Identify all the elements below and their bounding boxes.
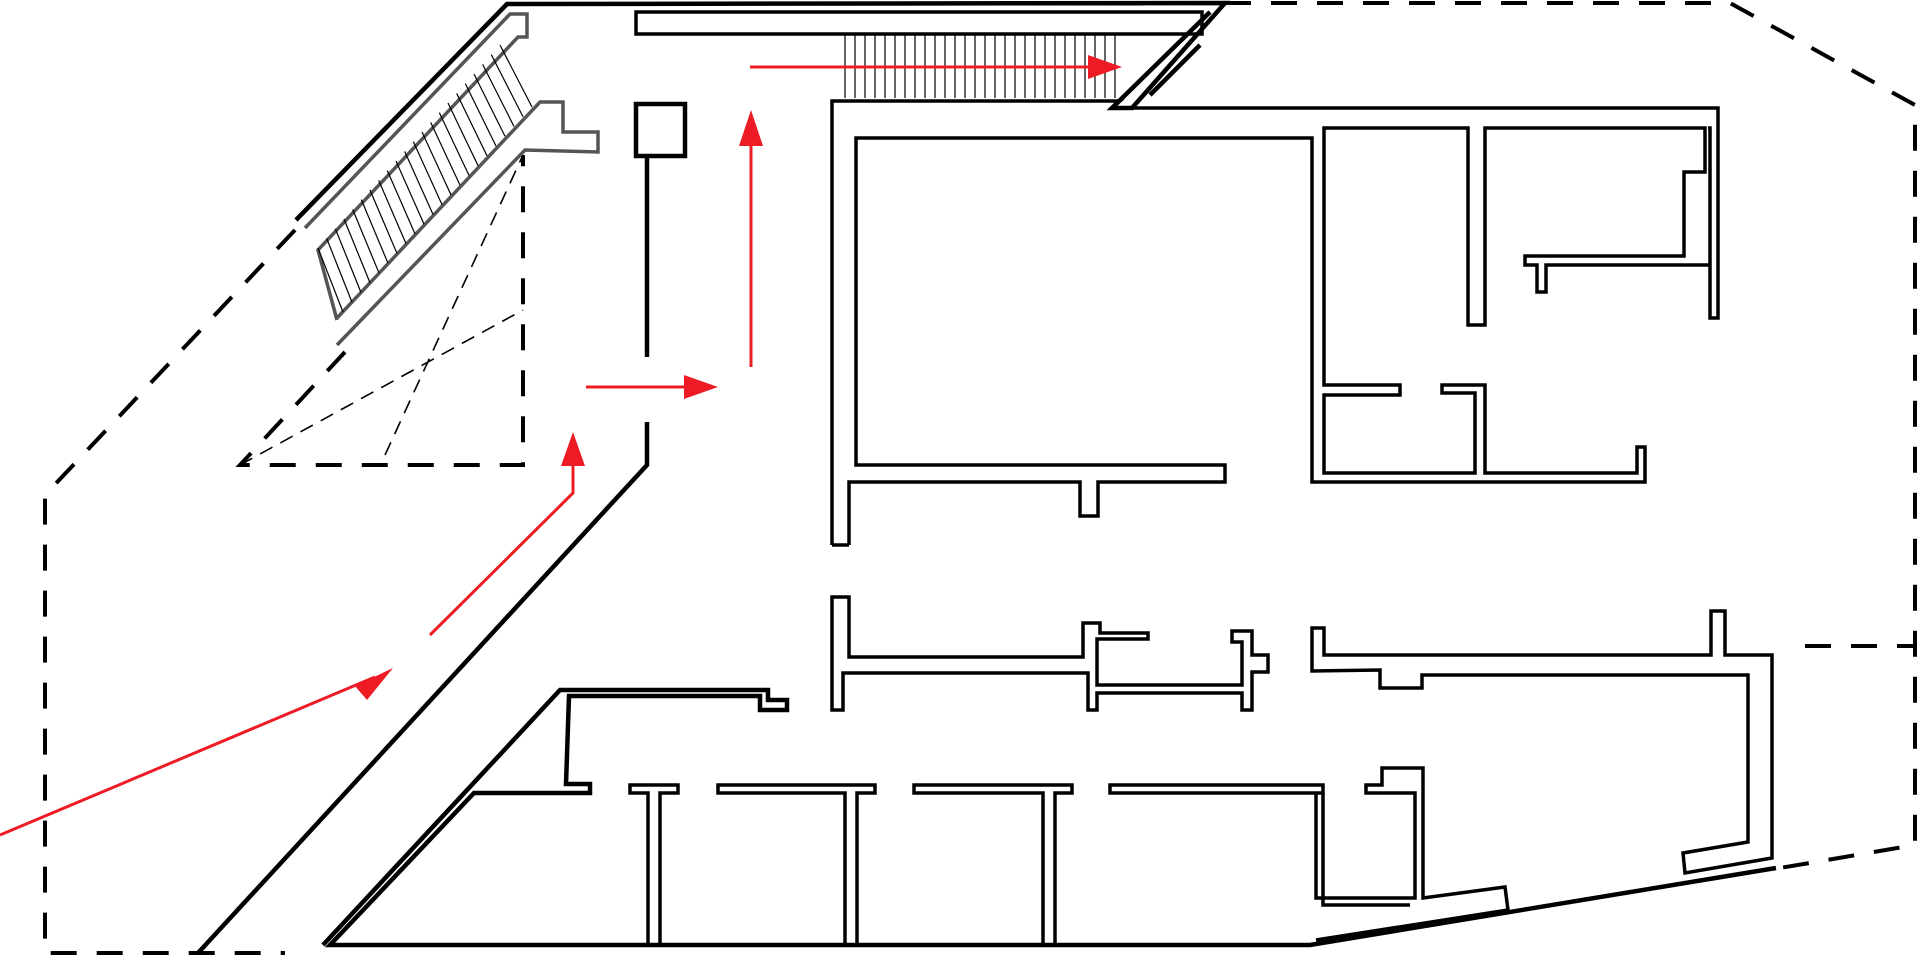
west-stair-tread <box>464 83 497 147</box>
west-stair-tread <box>395 160 425 225</box>
north-wall-top <box>294 0 1231 222</box>
west-stair-tread <box>430 122 461 186</box>
west-stair-tread <box>482 64 515 127</box>
west-stair-tread <box>369 189 398 254</box>
west-stair-tread <box>343 218 371 283</box>
circulation-routes <box>0 55 1122 837</box>
route-5-arrowhead <box>1088 55 1122 79</box>
room-a-walls <box>832 126 1710 547</box>
west-stair-tread <box>438 112 470 176</box>
route-2-line <box>428 450 575 637</box>
site-boundary-north-east <box>1225 0 1917 870</box>
south-room-row-walls <box>628 783 1325 947</box>
column-and-partition <box>633 101 688 357</box>
south-block-upper-walls <box>830 595 1270 712</box>
route-2-arrowhead <box>561 432 585 466</box>
route-1-arrowhead <box>355 668 393 700</box>
south-east-rooms <box>1314 766 1510 942</box>
west-staircase <box>303 12 600 347</box>
site-boundary <box>43 0 1917 955</box>
void-diagonal-b <box>384 154 524 456</box>
west-stair-tread <box>352 209 380 274</box>
west-stair-tread <box>334 228 362 293</box>
west-stair-tread <box>421 131 452 196</box>
north-block-outer-wall <box>830 99 1720 545</box>
site-boundary-west <box>43 228 297 955</box>
west-stair-tread <box>447 102 479 166</box>
north-room-block <box>830 99 1720 547</box>
west-stair-tread <box>456 93 488 157</box>
south-block-east-walls <box>1310 609 1774 876</box>
west-stair-tread <box>378 180 407 244</box>
north-stair-bench <box>634 10 1204 36</box>
column <box>633 101 688 159</box>
south-room-block <box>321 595 1777 948</box>
north-staircase <box>196 0 1231 955</box>
route-1-line <box>0 675 376 837</box>
route-3-arrowhead <box>684 375 718 399</box>
west-stair-tread <box>473 73 506 137</box>
void-diagonal-a <box>239 309 524 466</box>
route-4-arrowhead <box>739 110 763 146</box>
west-stair-treads <box>317 44 533 313</box>
west-stair-tread <box>404 151 434 215</box>
void-outline <box>235 155 525 467</box>
north-stair-landing <box>1148 43 1202 97</box>
west-stair-tread <box>490 54 524 118</box>
west-stair-tread <box>326 238 353 303</box>
north-exterior-wall <box>196 422 650 955</box>
west-stair-tread <box>360 199 389 264</box>
west-stair-inner-edge <box>335 100 600 347</box>
west-stair-tread <box>386 170 416 235</box>
west-stair-tread <box>317 247 344 313</box>
west-stair-tread <box>412 141 443 205</box>
south-exterior-wall <box>321 687 1777 948</box>
west-stair-tread <box>499 44 533 108</box>
west-stair-outer-edge <box>303 12 529 321</box>
void-diagonals <box>239 154 524 466</box>
